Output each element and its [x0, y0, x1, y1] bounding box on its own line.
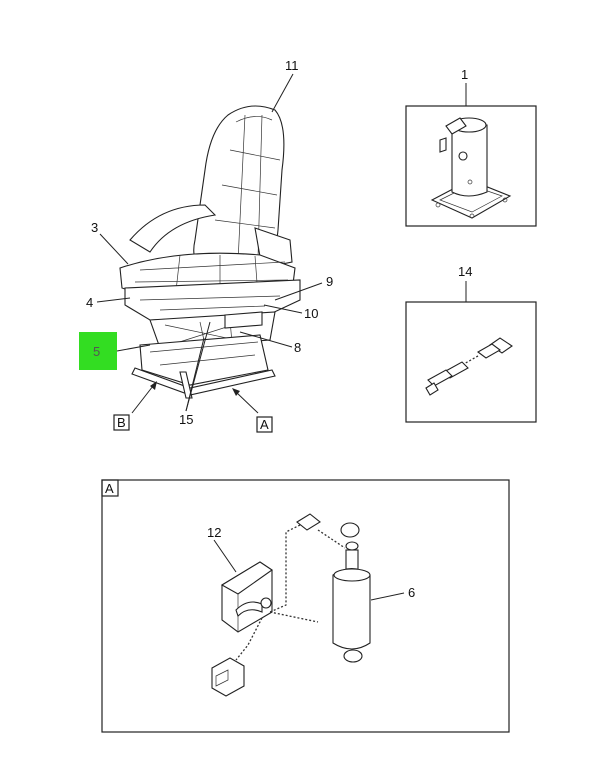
- callout-6: 6: [408, 585, 415, 600]
- callout-1: 1: [461, 67, 468, 82]
- switch-part: [211, 657, 245, 697]
- detail-box-1: [405, 105, 537, 227]
- callout-8: 8: [294, 340, 301, 355]
- callout-11: 11: [285, 58, 299, 73]
- callout-12: 12: [207, 525, 221, 540]
- callout-14: 14: [458, 264, 472, 279]
- callout-15: 15: [179, 412, 193, 427]
- part-14-harness: [425, 337, 513, 396]
- highlight-box[interactable]: [79, 332, 117, 370]
- detail-box-a: [101, 479, 510, 733]
- callout-4: 4: [86, 295, 93, 310]
- view-arrow-a: [232, 388, 259, 414]
- seat-assembly: [119, 105, 301, 399]
- callout-3: 3: [91, 220, 98, 235]
- part-1-cylinder: [430, 117, 512, 219]
- part-6-shock: [332, 522, 371, 663]
- part-12-module: [220, 561, 273, 633]
- detail-a-label: A: [105, 481, 114, 496]
- view-label-b: B: [117, 415, 126, 430]
- callout-5: 5: [93, 344, 100, 359]
- view-arrow-b: [131, 381, 157, 414]
- view-label-a: A: [260, 417, 269, 432]
- callout-10: 10: [304, 306, 318, 321]
- callout-9: 9: [326, 274, 333, 289]
- detail-box-14: [405, 301, 537, 423]
